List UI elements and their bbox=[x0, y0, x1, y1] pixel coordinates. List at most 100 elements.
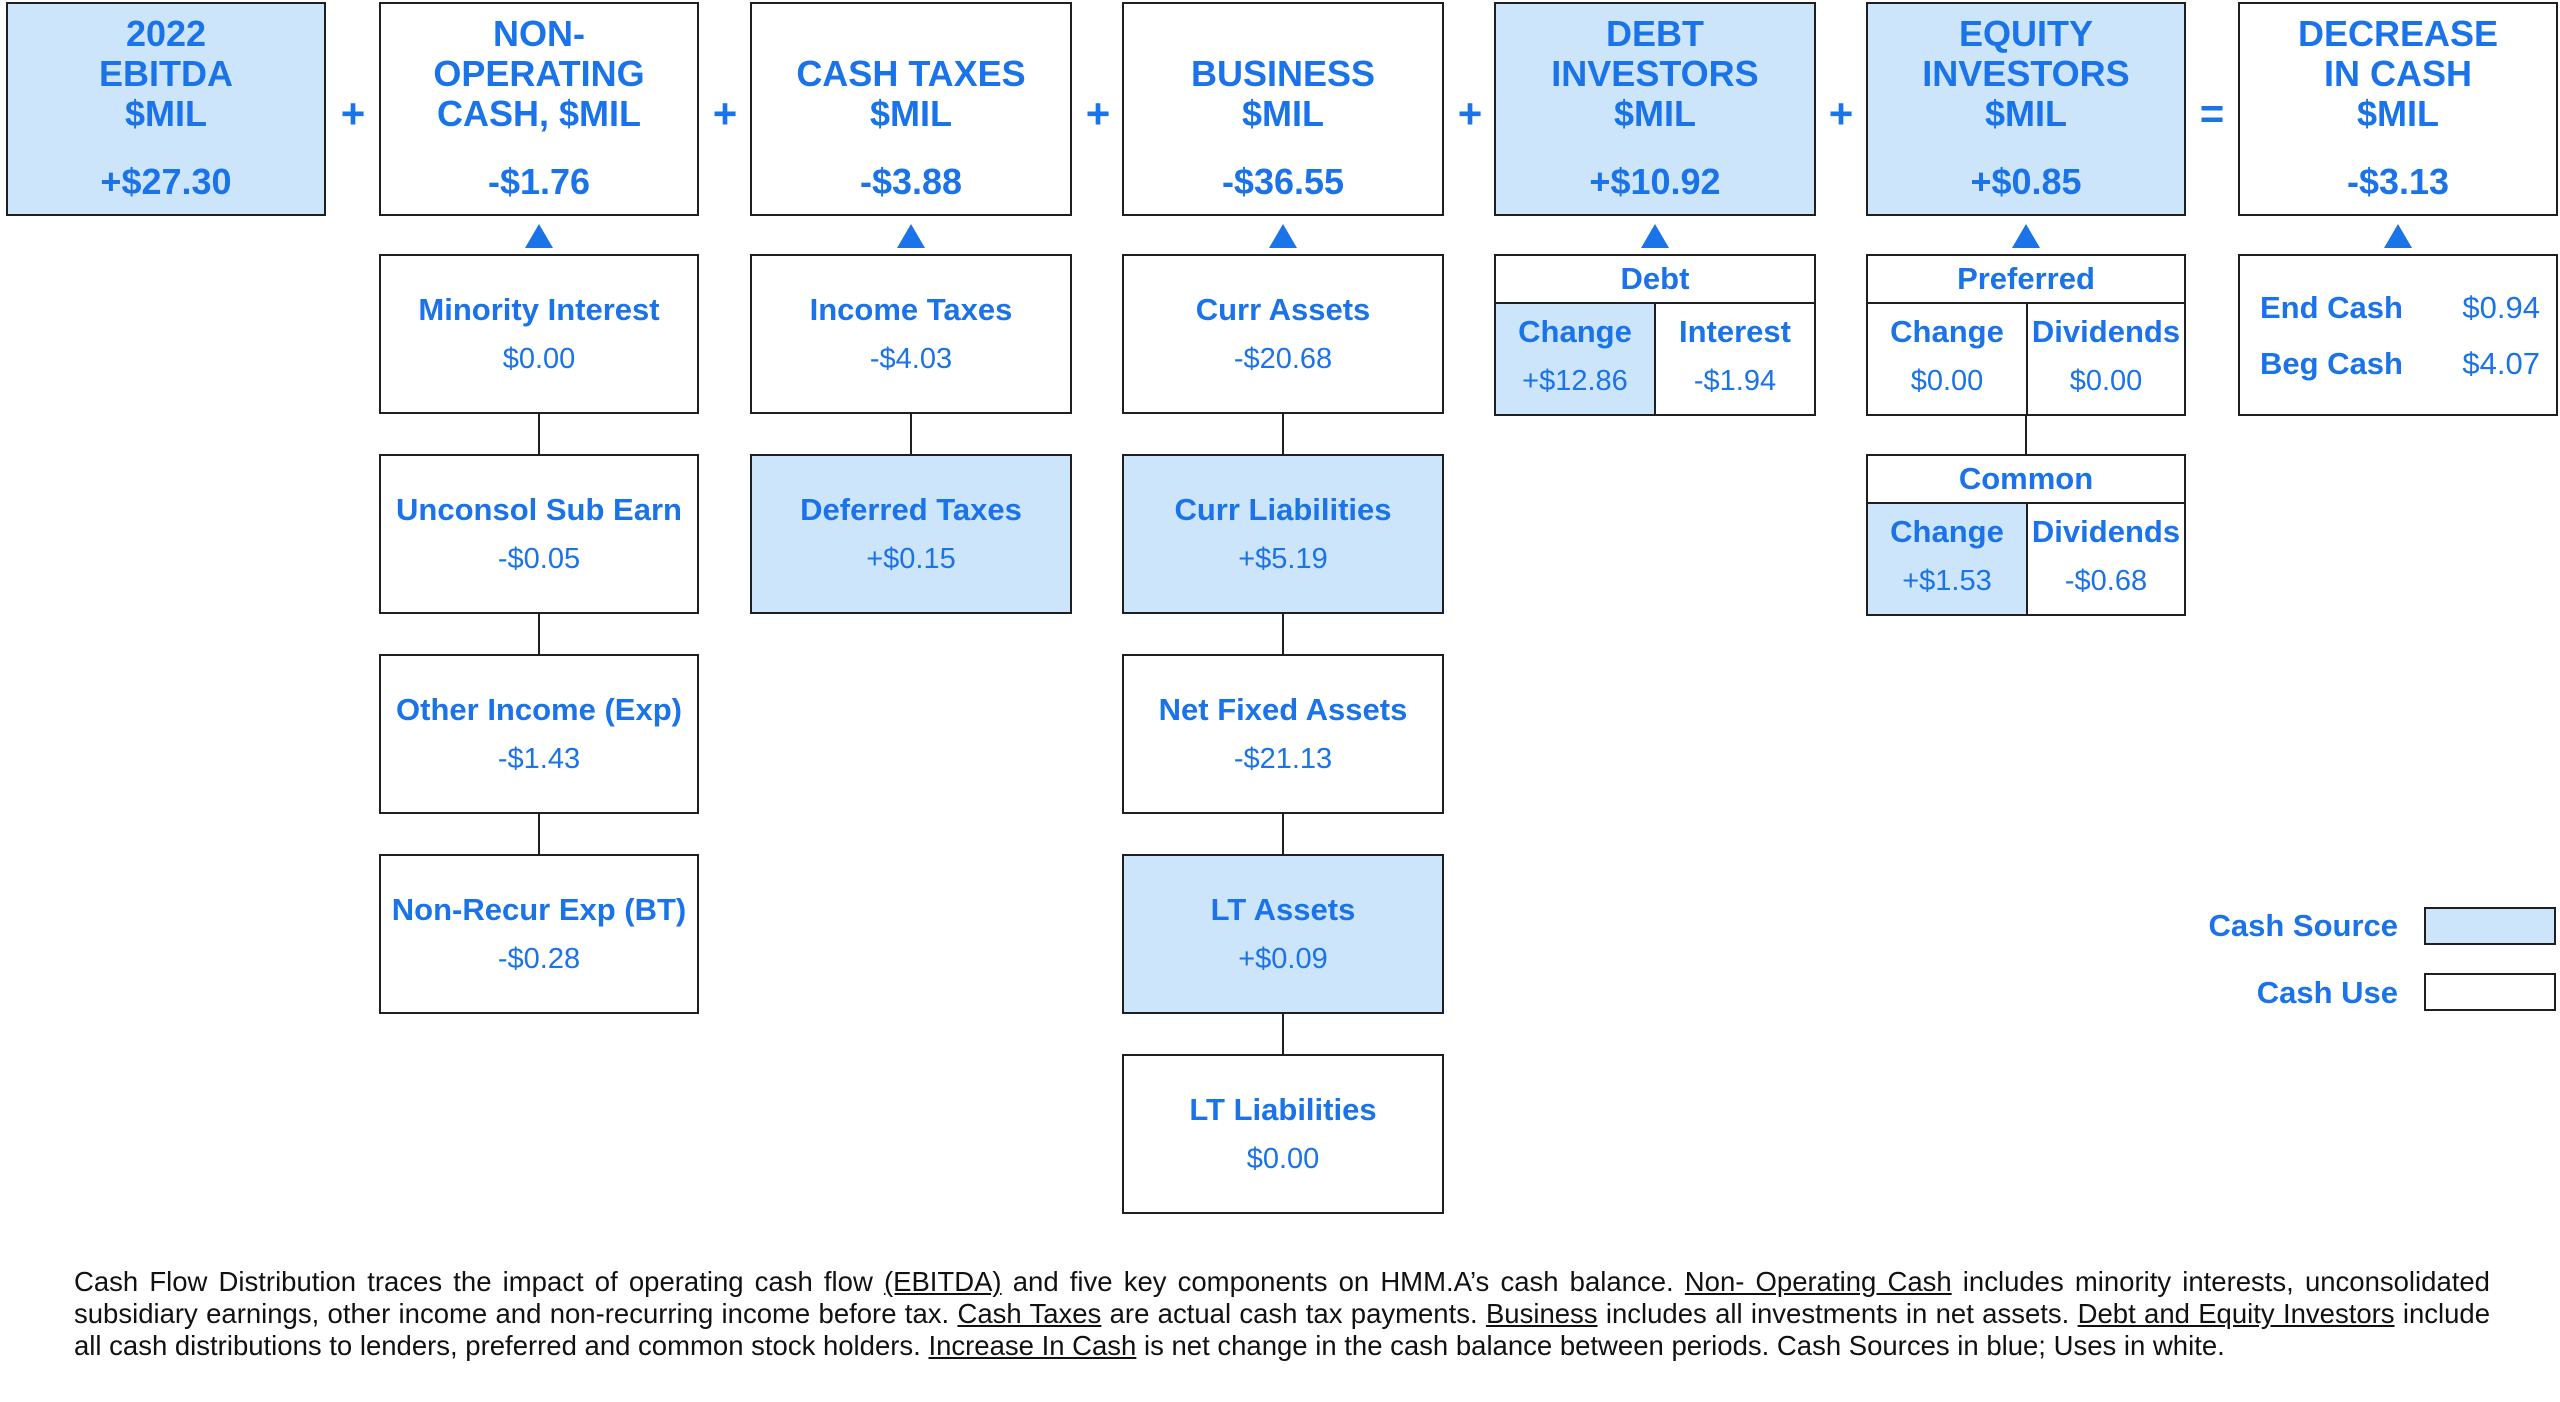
business-title-line1: BUSINESS bbox=[1190, 53, 1376, 94]
common-change-cell: Change +$1.53 bbox=[1868, 504, 2028, 614]
debt-header: DEBT INVESTORS $MIL +$10.92 bbox=[1494, 2, 1816, 216]
item-value: +$5.19 bbox=[1238, 543, 1328, 575]
equals-operator: = bbox=[2199, 90, 2225, 137]
up-arrow-icon bbox=[2012, 224, 2040, 248]
nonop-item-other-income: Other Income (Exp) -$1.43 bbox=[379, 654, 699, 814]
item-label: Income Taxes bbox=[809, 292, 1013, 327]
item-label: Deferred Taxes bbox=[800, 492, 1022, 527]
decrease-title-line1: DECREASE bbox=[2297, 13, 2499, 54]
business-item-curr-liabilities: Curr Liabilities +$5.19 bbox=[1122, 454, 1444, 614]
connector-line bbox=[538, 614, 540, 654]
ebitda-title-line3: $MIL bbox=[124, 93, 207, 134]
item-label: LT Assets bbox=[1210, 892, 1356, 927]
common-panel: Common Change +$1.53 Dividends -$0.68 bbox=[1866, 454, 2186, 616]
legend-use-swatch bbox=[2424, 973, 2556, 1011]
item-label: LT Liabilities bbox=[1189, 1092, 1377, 1127]
connector-line bbox=[1282, 814, 1284, 854]
footnote-text: and five key components on HMM.A’s cash … bbox=[1001, 1266, 1685, 1297]
up-arrow-icon bbox=[897, 224, 925, 248]
up-arrow-icon bbox=[2384, 224, 2412, 248]
item-value: $0.00 bbox=[1246, 1143, 1320, 1175]
connector-line bbox=[538, 414, 540, 454]
connector-line bbox=[538, 814, 540, 854]
item-value: -$0.05 bbox=[497, 543, 581, 575]
business-item-net-fixed-assets: Net Fixed Assets -$21.13 bbox=[1122, 654, 1444, 814]
ebitda-value: +$27.30 bbox=[100, 161, 232, 202]
cash-panel: End Cash $0.94 Beg Cash $4.07 bbox=[2238, 254, 2558, 416]
taxes-value: -$3.88 bbox=[859, 161, 963, 202]
taxes-header: CASH TAXES $MIL -$3.88 bbox=[750, 2, 1072, 216]
plus-operator: + bbox=[712, 90, 738, 137]
connector-line bbox=[910, 414, 912, 454]
up-arrow-icon bbox=[1269, 224, 1297, 248]
common-panel-title: Common bbox=[1868, 456, 2184, 504]
debt-value: +$10.92 bbox=[1589, 161, 1721, 202]
equity-title-line3: $MIL bbox=[1984, 93, 2067, 134]
item-label: Curr Assets bbox=[1195, 292, 1371, 327]
plus-operator: + bbox=[1085, 90, 1111, 137]
preferred-change-cell: Change $0.00 bbox=[1868, 304, 2028, 414]
cell-value: -$1.94 bbox=[1693, 365, 1777, 397]
cell-label: Interest bbox=[1679, 314, 1791, 349]
legend-use-label: Cash Use bbox=[2256, 975, 2398, 1010]
plus-operator: + bbox=[1457, 90, 1483, 137]
footnote-term-investors: Debt and Equity Investors bbox=[2077, 1298, 2395, 1329]
item-label: Non-Recur Exp (BT) bbox=[391, 892, 687, 927]
common-dividends-cell: Dividends -$0.68 bbox=[2028, 504, 2184, 614]
end-cash-label: End Cash bbox=[2260, 290, 2403, 325]
item-value: -$21.13 bbox=[1233, 743, 1333, 775]
cell-value: +$1.53 bbox=[1902, 565, 1992, 597]
business-value: -$36.55 bbox=[1221, 161, 1345, 202]
end-cash-value: $0.94 bbox=[2462, 290, 2540, 325]
legend-source-swatch bbox=[2424, 907, 2556, 945]
item-value: +$0.15 bbox=[866, 543, 956, 575]
footnote: Cash Flow Distribution traces the impact… bbox=[74, 1266, 2490, 1362]
cell-value: -$0.68 bbox=[2064, 565, 2148, 597]
ebitda-title-line1: 2022 bbox=[125, 13, 207, 54]
footnote-text: include all cash distributions to lender… bbox=[74, 1298, 2490, 1361]
item-value: -$20.68 bbox=[1233, 343, 1333, 375]
nonop-title-line2: OPERATING bbox=[433, 53, 645, 94]
nonop-item-unconsol-sub-earn: Unconsol Sub Earn -$0.05 bbox=[379, 454, 699, 614]
connector-line bbox=[2025, 416, 2027, 454]
nonop-header: NON- OPERATING CASH, $MIL -$1.76 bbox=[379, 2, 699, 216]
debt-panel: Debt Change +$12.86 Interest -$1.94 bbox=[1494, 254, 1816, 416]
footnote-text: includes minority interests, unconsolida… bbox=[74, 1266, 2490, 1329]
equity-title-line1: EQUITY bbox=[1958, 13, 2093, 54]
ebitda-title-line2: EBITDA bbox=[99, 53, 233, 94]
decrease-value: -$3.13 bbox=[2346, 161, 2450, 202]
debt-interest-cell: Interest -$1.94 bbox=[1656, 304, 1814, 414]
up-arrow-icon bbox=[1641, 224, 1669, 248]
cell-label: Change bbox=[1890, 514, 2004, 549]
footnote-text: is net change in the cash balance betwee… bbox=[1136, 1330, 2225, 1361]
ebitda-header: 2022 EBITDA $MIL +$27.30 bbox=[6, 2, 326, 216]
footnote-text: are actual cash tax payments. bbox=[1101, 1298, 1486, 1329]
taxes-title-line1: CASH TAXES bbox=[796, 53, 1026, 94]
footnote-text: includes all investments in net assets. bbox=[1597, 1298, 2078, 1329]
item-value: $0.00 bbox=[502, 343, 576, 375]
connector-line bbox=[1282, 614, 1284, 654]
business-item-lt-assets: LT Assets +$0.09 bbox=[1122, 854, 1444, 1014]
equity-title-line2: INVESTORS bbox=[1922, 53, 2130, 94]
footnote-term-cash-taxes: Cash Taxes bbox=[957, 1298, 1102, 1329]
cell-label: Dividends bbox=[2031, 314, 2181, 349]
nonop-item-non-recur-exp: Non-Recur Exp (BT) -$0.28 bbox=[379, 854, 699, 1014]
equity-header: EQUITY INVESTORS $MIL +$0.85 bbox=[1866, 2, 2186, 216]
nonop-title-line3: CASH, $MIL bbox=[436, 93, 641, 134]
connector-line bbox=[1282, 414, 1284, 454]
tax-item-deferred-taxes: Deferred Taxes +$0.15 bbox=[750, 454, 1072, 614]
business-header: BUSINESS $MIL -$36.55 bbox=[1122, 2, 1444, 216]
footnote-text: Cash Flow Distribution traces the impact… bbox=[74, 1266, 884, 1297]
item-label: Unconsol Sub Earn bbox=[396, 492, 682, 527]
nonop-value: -$1.76 bbox=[487, 161, 591, 202]
equity-value: +$0.85 bbox=[1970, 161, 2082, 202]
debt-title-line2: INVESTORS bbox=[1551, 53, 1759, 94]
footnote-term-increase-cash: Increase In Cash bbox=[928, 1330, 1137, 1361]
up-arrow-icon bbox=[525, 224, 553, 248]
cell-label: Change bbox=[1518, 314, 1632, 349]
debt-title-line3: $MIL bbox=[1613, 93, 1696, 134]
cell-value: $0.00 bbox=[2069, 365, 2143, 397]
item-label: Other Income (Exp) bbox=[396, 692, 682, 727]
preferred-dividends-cell: Dividends $0.00 bbox=[2028, 304, 2184, 414]
beg-cash-value: $4.07 bbox=[2462, 346, 2540, 381]
